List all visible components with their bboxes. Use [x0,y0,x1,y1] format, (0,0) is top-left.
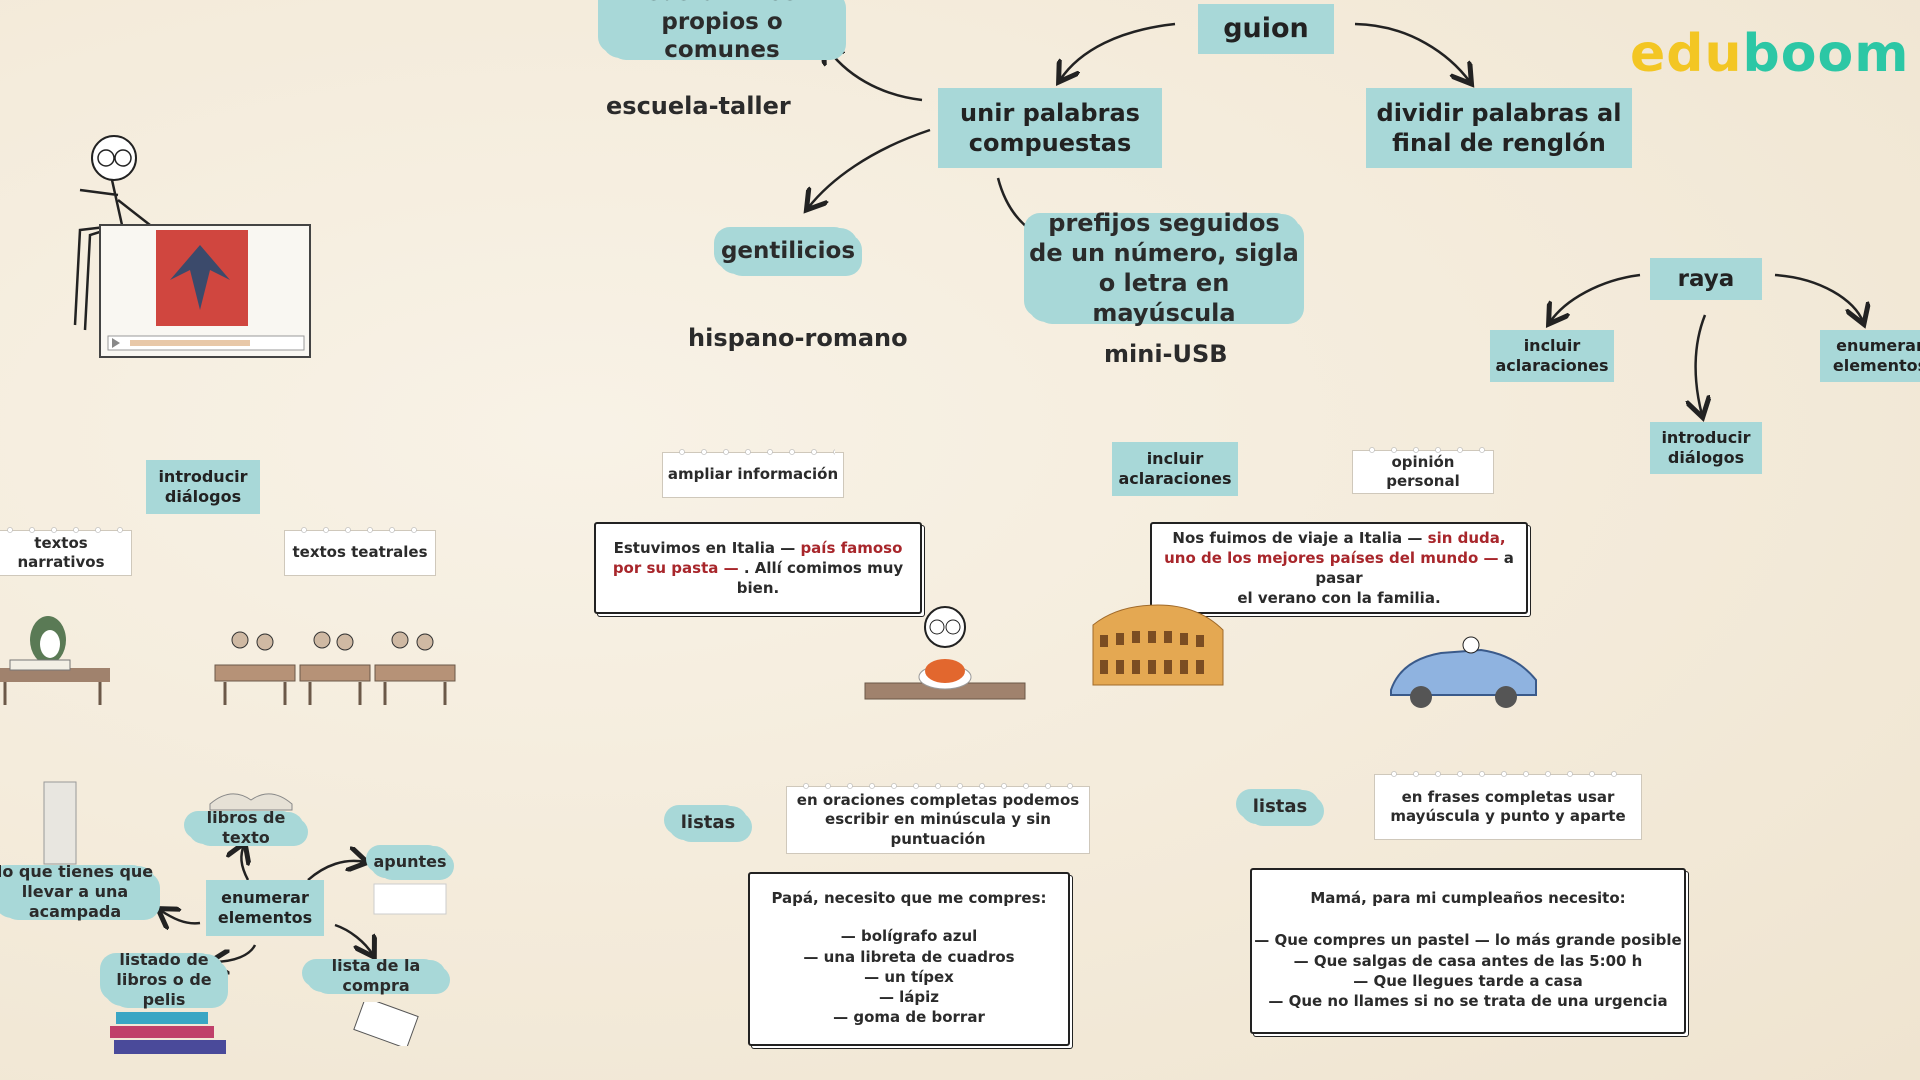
arrow-enum-libros [241,845,248,881]
list-item: — Que compres un pastel — lo más grande … [1254,931,1682,950]
teatrales-note: textos teatrales [284,525,436,576]
listas-example-box-1: Papá, necesito que me compres: — bolígra… [748,872,1070,1046]
example-ampliar-box: Estuvimos en Italia — país famoso por su… [594,522,922,614]
shopping-list-illustration [352,996,424,1050]
list-item: — un típex [864,967,954,986]
arrow-raya-incluir [1550,273,1641,322]
listado-node: listado de libros o de pelis [104,950,224,1009]
opinion-note: opinión personal [1352,445,1494,494]
unir-palabras-node: unir palabras compuestas [938,88,1162,168]
raya-enumerar-node: enumerar elementos [1820,330,1920,382]
bag-illustration [40,778,80,868]
gentilicios-example: hispano-romano [688,324,908,352]
list-item: — lápiz [878,988,940,1006]
books-stack-illustration [106,1008,230,1062]
eduboom-logo: eduboom [1630,24,1910,84]
arrow-enum-compra [334,923,373,955]
video-illustration [60,130,320,360]
list-item: — goma de borrar [833,1008,985,1027]
arrow-raya-enumerar [1774,273,1863,322]
pasta-eater-illustration [860,605,1030,705]
apuntes-node: apuntes [370,846,450,878]
classroom-illustration [210,620,460,710]
sustantivos-example: escuela-taller [606,92,791,120]
arrow-raya-introducir [1696,314,1705,415]
list-item: — Que llegues tarde a casa [1353,971,1583,990]
aclaraciones-node: incluir aclaraciones [1112,442,1238,496]
notes-illustration [372,882,448,916]
arrow-enum-apuntes [307,861,365,881]
colosseum-illustration [1088,595,1228,690]
list-item: — Que no llames si no se trata de una ur… [1268,992,1668,1010]
listas-rule-note-2: en frases completas usar mayúscula y pun… [1374,769,1642,840]
libros-node: libros de texto [188,808,304,847]
guion-node: guion [1198,4,1334,54]
list-item: — bolígrafo azul [840,927,978,946]
arrow-guion-unir [1060,22,1176,80]
reader-illustration [0,600,120,710]
raya-incluir-node: incluir aclaraciones [1490,330,1614,382]
dialogos-node: introducir diálogos [146,460,260,514]
narrativos-note: textos narrativos [0,525,132,576]
acampada-node: lo que tienes que llevar a una acampada [0,862,156,921]
prefijos-example: mini-USB [1104,340,1228,368]
sustantivos-node: sustantivos propios o comunes [602,0,842,63]
arrow-enum-acampada [160,910,201,923]
listas-node-2: listas [1240,790,1320,824]
open-book-illustration [206,776,296,812]
list-item: — Que salgas de casa antes de las 5:00 h [1293,951,1643,970]
listas-example-heading-1: Papá, necesito que me compres: [771,889,1047,907]
ampliar-note: ampliar información [662,447,844,498]
arrow-unir-gentilicios [808,128,931,208]
listas-rule-note-1: en oraciones completas podemos escribir … [786,781,1090,854]
dividir-palabras-node: dividir palabras al final de renglón [1366,88,1632,168]
listas-example-box-2: Mamá, para mi cumpleaños necesito: — Que… [1250,868,1686,1034]
example-opinion-box: Nos fuimos de viaje a Italia — sin duda,… [1150,522,1528,614]
enumerar-node: enumerar elementos [206,880,324,936]
raya-introducir-node: introducir diálogos [1650,422,1762,474]
car-illustration [1386,635,1546,715]
arrow-guion-dividir [1354,22,1470,82]
prefijos-node: prefijos seguidos de un número, sigla o … [1028,209,1300,327]
gentilicios-node: gentilicios [718,228,858,274]
raya-node: raya [1650,258,1762,300]
listas-node-1: listas [668,806,748,840]
listas-example-heading-2: Mamá, para mi cumpleaños necesito: [1310,889,1626,907]
compra-node: lista de la compra [306,956,446,995]
list-item: — una libreta de cuadros [803,947,1015,966]
